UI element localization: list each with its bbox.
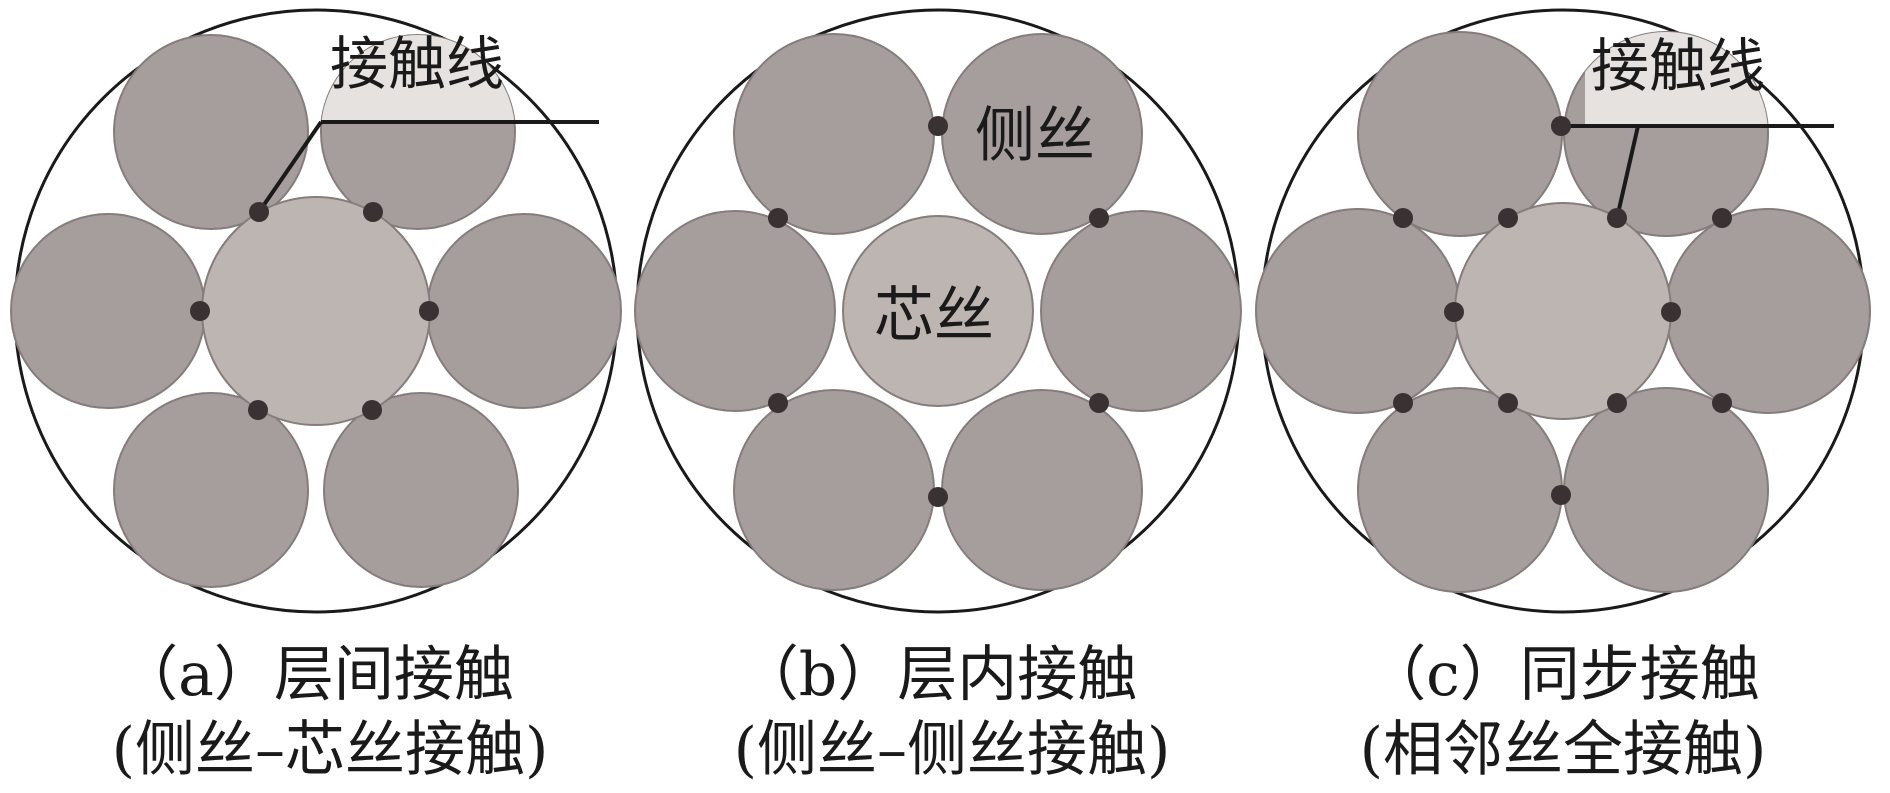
side-wire	[113, 392, 309, 588]
side-wire	[323, 392, 519, 588]
side-wire	[1563, 387, 1769, 593]
contact-point	[928, 116, 948, 136]
panel-c-callout-label: 接触线	[1591, 32, 1765, 100]
side-wire	[10, 213, 206, 409]
panel-a	[10, 8, 622, 614]
panel-c-caption-title: （c）同步接触	[1366, 640, 1760, 710]
side-wire	[1255, 208, 1461, 414]
panel-b-caption-subtitle: (侧丝–侧丝接触)	[734, 715, 1171, 785]
contact-point	[1444, 302, 1464, 322]
contact-point	[190, 301, 210, 321]
side-wire	[426, 213, 622, 409]
core-wire	[1454, 202, 1672, 420]
contact-point	[248, 400, 268, 420]
side-wire	[1665, 208, 1871, 414]
side-wire	[733, 33, 935, 235]
contact-point	[1712, 393, 1732, 413]
core-wire	[842, 215, 1034, 407]
contact-point	[1551, 485, 1571, 505]
contact-point	[1498, 208, 1518, 228]
contact-point	[363, 202, 383, 222]
contact-point	[1551, 116, 1571, 136]
side-wire	[634, 210, 836, 412]
contact-point	[1498, 393, 1518, 413]
contact-point	[1089, 393, 1109, 413]
panel-c-caption-subtitle: (相邻丝全接触)	[1360, 715, 1767, 785]
contact-point	[768, 393, 788, 413]
side-wire	[1357, 31, 1563, 237]
contact-point	[249, 202, 269, 222]
contact-point	[768, 208, 788, 228]
contact-point	[1607, 208, 1627, 228]
contact-point	[1393, 393, 1413, 413]
contact-point	[362, 400, 382, 420]
panel-a-caption-subtitle: (侧丝–芯丝接触)	[112, 715, 549, 785]
contact-point	[1661, 302, 1681, 322]
side-wire	[941, 389, 1143, 591]
side-wire	[733, 389, 935, 591]
side-wire	[1040, 210, 1242, 412]
contact-point	[1712, 208, 1732, 228]
contact-point	[419, 301, 439, 321]
contact-point	[928, 487, 948, 507]
contact-point	[1393, 208, 1413, 228]
contact-point	[1089, 208, 1109, 228]
callout-leader-line	[1615, 125, 1640, 219]
contact-point	[1607, 393, 1627, 413]
panel-b	[634, 8, 1242, 614]
core-wire	[201, 196, 431, 426]
panel-a-caption-title: （a）层间接触	[118, 640, 514, 710]
panel-a-callout-label: 接触线	[330, 30, 504, 98]
side-wire	[113, 34, 309, 230]
panel-b-caption-title: （b）层内接触	[739, 640, 1137, 710]
panel-b-core-wire-label: 芯丝	[874, 281, 994, 351]
panel-c	[1255, 8, 1871, 614]
side-wire	[1357, 387, 1563, 593]
callout-leader-line	[257, 120, 323, 214]
panel-b-side-wire-label: 侧丝	[975, 101, 1095, 171]
